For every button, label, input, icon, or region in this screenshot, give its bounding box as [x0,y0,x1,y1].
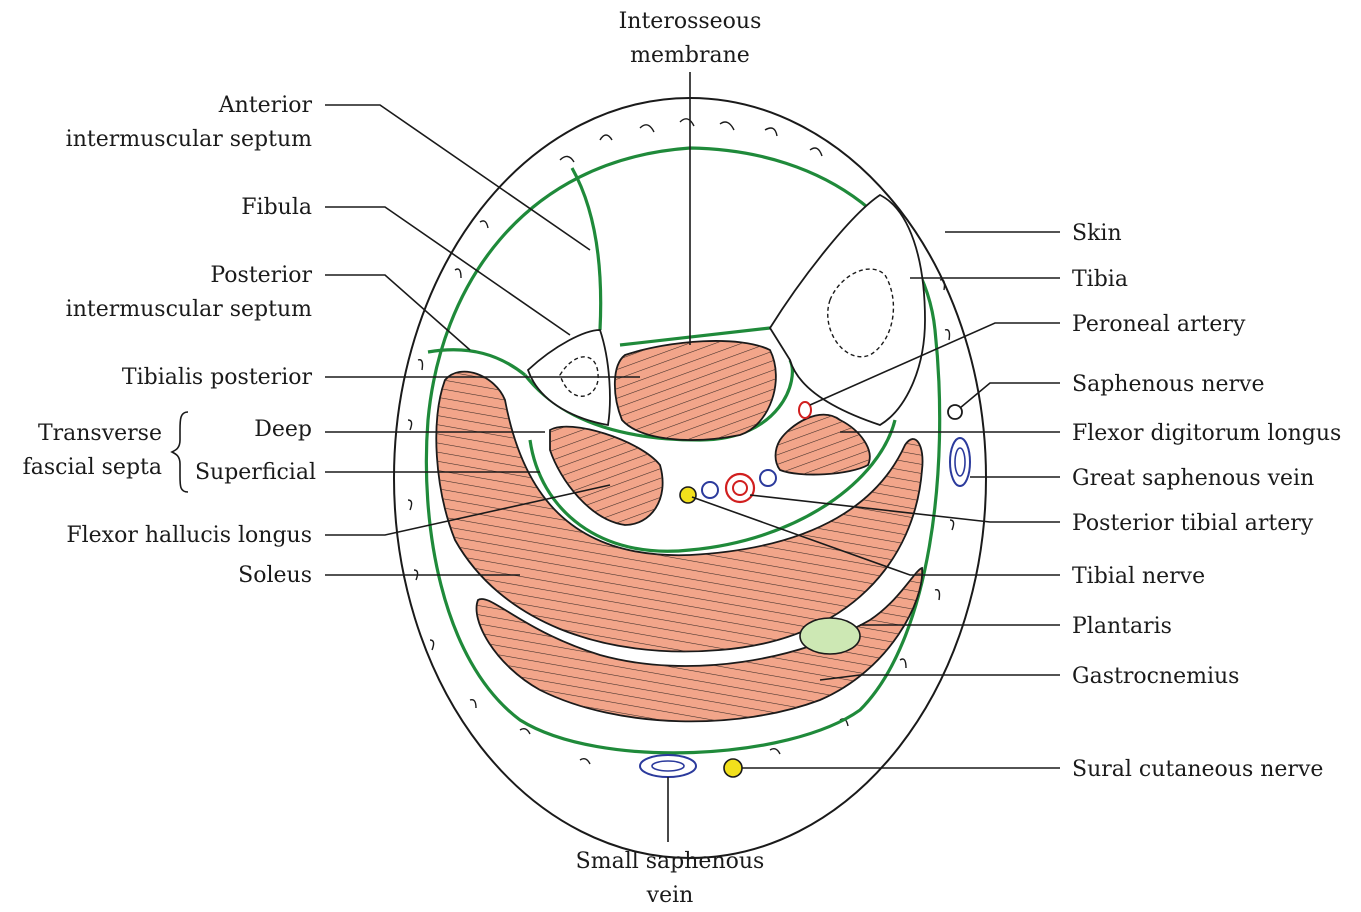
tibial-nerve-bundle [680,487,696,503]
label-transverse-fascial-septa-line2: fascial septa [23,455,162,480]
transverse-septa-brace [172,412,188,492]
label-small-saphenous-vein-line2: vein [646,883,694,908]
posterior-tibial-vein-2 [760,470,776,486]
small-saphenous-vein-lumen [652,761,684,771]
posterior-tibial-artery-lumen [733,481,747,495]
label-flexor-digitorum-longus: Flexor digitorum longus [1072,421,1341,446]
label-plantaris: Plantaris [1072,614,1172,639]
peroneal-artery-vessel [799,402,811,418]
label-tibial-nerve: Tibial nerve [1072,564,1205,589]
label-interosseous-membrane-line2: membrane [630,43,750,68]
label-interosseous-membrane-line1: Interosseous [619,9,762,34]
label-saphenous-nerve: Saphenous nerve [1072,372,1264,397]
label-sural-cutaneous-nerve: Sural cutaneous nerve [1072,757,1323,782]
label-tibialis-posterior: Tibialis posterior [122,365,313,390]
label-peroneal-artery: Peroneal artery [1072,312,1246,337]
label-posterior-tibial-artery: Posterior tibial artery [1072,511,1314,536]
label-tibia: Tibia [1072,267,1128,292]
sural-cutaneous-nerve-bundle [724,759,742,777]
posterior-tibial-vein-1 [702,482,718,498]
label-fibula: Fibula [241,195,312,220]
label-superficial: Superficial [195,460,316,485]
label-small-saphenous-vein-line1: Small saphenous [576,849,765,874]
label-flexor-hallucis-longus: Flexor hallucis longus [66,523,312,548]
label-posterior-intermuscular-septum-line1: Posterior [210,263,312,288]
label-anterior-intermuscular-septum-line2: intermuscular septum [66,127,312,152]
great-saphenous-vein-lumen [955,448,965,476]
label-transverse-fascial-septa-line1: Transverse [38,421,162,446]
label-gastrocnemius: Gastrocnemius [1072,664,1239,689]
plantaris-tendon [800,618,860,654]
label-posterior-intermuscular-septum-line2: intermuscular septum [66,297,312,322]
label-skin: Skin [1072,221,1122,246]
label-deep: Deep [254,417,312,442]
tibialis-posterior-hatch [615,341,776,440]
label-soleus: Soleus [238,563,312,588]
label-great-saphenous-vein: Great saphenous vein [1072,466,1314,491]
label-anterior-intermuscular-septum-line1: Anterior [218,93,313,118]
